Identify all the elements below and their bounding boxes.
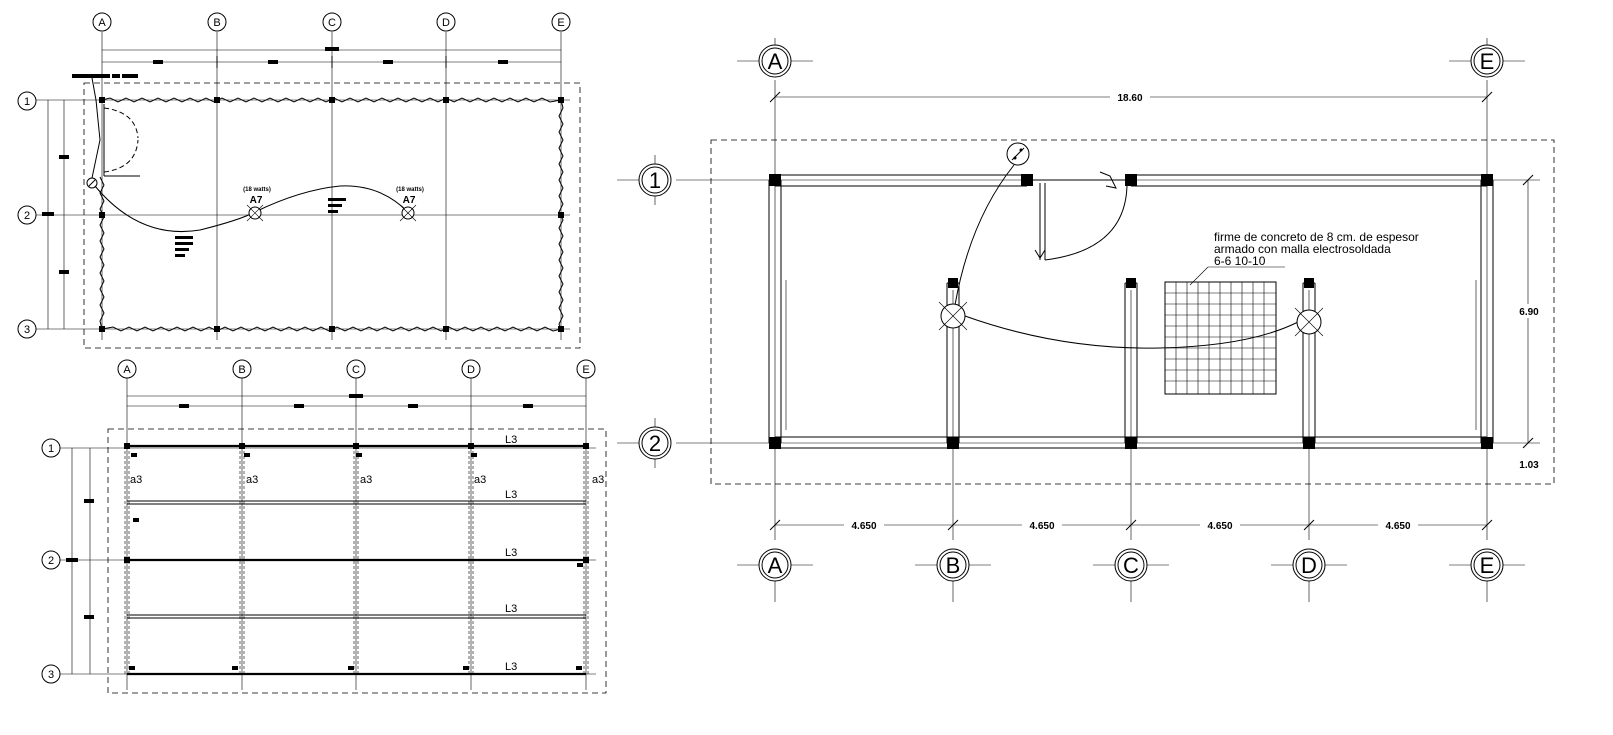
grid-bubble-3 — [41, 664, 61, 684]
svg-text:3: 3 — [24, 324, 30, 336]
grid-bubble-b — [207, 12, 227, 32]
framing-plan-boundary — [107, 428, 607, 694]
circuit-legend-marks — [175, 198, 346, 257]
column-labels: a3 a3 a3 a3 a3 — [130, 474, 604, 486]
grid-bubble-d — [436, 12, 456, 32]
framing-grid-bubbles: A B C D E 1 2 3 — [41, 359, 596, 684]
dim-bay: 4.650 — [1029, 521, 1054, 532]
electrical-plan: (18 watts) A7 (18 watts) A7 A B C D E — [17, 12, 581, 349]
electrical-grid-rows — [36, 99, 570, 330]
dim-overhang: 1.03 — [1519, 460, 1539, 471]
framing-grid-columns — [126, 377, 587, 690]
floor-plan: 18.60 6.90 1.03 4.650 4.650 4.650 4.650 — [617, 38, 1555, 602]
ceiling-light-icon — [1294, 307, 1324, 337]
framing-plan: L3 L3 L3 L3 L3 a3 a3 a3 a3 a3 A B C D E — [41, 359, 607, 694]
svg-text:E: E — [1480, 49, 1495, 74]
svg-text:2: 2 — [48, 555, 54, 567]
svg-text:C: C — [1123, 553, 1139, 578]
svg-text:A: A — [768, 553, 783, 578]
slab-note-leader — [1189, 266, 1209, 286]
electrical-grid-bubbles: A B C D E 1 2 3 — [17, 12, 571, 339]
column-label: a3 — [246, 474, 258, 486]
electrical-wire-feed — [91, 77, 101, 179]
grid-bubble-e — [576, 359, 596, 379]
slab-note-line: armado con malla electrosoldada — [1214, 242, 1391, 256]
svg-text:D: D — [467, 364, 475, 376]
electrical-columns — [99, 97, 564, 332]
electrical-walls — [99, 97, 564, 332]
electrical-grid-columns — [101, 32, 562, 340]
grid-bubble-c — [322, 12, 342, 32]
floor-columns — [769, 174, 1493, 449]
svg-text:2: 2 — [649, 431, 661, 456]
grid-bubble-2 — [17, 205, 37, 225]
floor-door — [1033, 171, 1128, 261]
ceiling-light-icon — [938, 301, 968, 331]
svg-text:1: 1 — [48, 443, 54, 455]
fixture-circuit-label: A7 — [403, 195, 416, 206]
column-label: a3 — [360, 474, 372, 486]
slab-note-line: 6-6 10-10 — [1214, 254, 1266, 268]
framing-column-marks — [124, 443, 589, 670]
grid-bubble-1 — [41, 438, 61, 458]
svg-text:C: C — [352, 364, 360, 376]
svg-text:D: D — [442, 17, 450, 29]
fixture-circuit-label: A7 — [250, 195, 263, 206]
electrical-door — [103, 104, 140, 177]
svg-text:B: B — [213, 17, 220, 29]
framing-joists — [127, 500, 586, 619]
svg-text:E: E — [582, 364, 589, 376]
column-label: a3 — [474, 474, 486, 486]
svg-text:1: 1 — [649, 168, 661, 193]
dim-bay: 4.650 — [1207, 521, 1232, 532]
grid-bubble-d — [461, 359, 481, 379]
floor-plan-boundary — [710, 139, 1555, 485]
grid-bubble-1 — [17, 91, 37, 111]
fixture-note: (18 watts) — [396, 187, 424, 193]
grid-bubble-a — [117, 359, 137, 379]
svg-text:B: B — [238, 364, 245, 376]
svg-text:E: E — [1480, 553, 1495, 578]
grid-bubble-3 — [17, 319, 37, 339]
grid-bubble-c — [346, 359, 366, 379]
svg-text:A: A — [98, 17, 106, 29]
dim-overall-width: 18.60 — [1117, 93, 1142, 104]
beam-label: L3 — [505, 661, 517, 673]
svg-text:1: 1 — [24, 96, 30, 108]
fixture-note: (18 watts) — [243, 187, 271, 193]
floor-grid-rows — [676, 179, 1540, 444]
dim-bay: 4.650 — [851, 521, 876, 532]
grid-bubble-2 — [41, 550, 61, 570]
beam-label: L3 — [505, 547, 517, 559]
svg-text:3: 3 — [48, 669, 54, 681]
beam-label: L3 — [505, 489, 517, 501]
beam-label: L3 — [505, 603, 517, 615]
beam-label: L3 — [505, 434, 517, 446]
floor-walls — [768, 174, 1494, 449]
svg-text:B: B — [946, 553, 961, 578]
svg-text:E: E — [557, 17, 564, 29]
framing-main-beams — [127, 444, 586, 676]
grid-bubble-e — [551, 12, 571, 32]
dim-bay: 4.650 — [1385, 521, 1410, 532]
slab-wire-circuit — [964, 315, 1299, 349]
grid-bubble-a — [92, 12, 112, 32]
floor-grid-bubbles: A E 1 2 A — [617, 38, 1525, 582]
column-label: a3 — [130, 474, 142, 486]
svg-text:C: C — [328, 17, 336, 29]
dim-height: 6.90 — [1519, 307, 1539, 318]
svg-text:D: D — [1301, 553, 1317, 578]
grid-bubble-b — [232, 359, 252, 379]
beam-labels: L3 L3 L3 L3 L3 — [505, 434, 517, 673]
framing-column-lines — [124, 446, 589, 674]
wire-mesh-hatch — [1164, 281, 1277, 395]
column-label: a3 — [592, 474, 604, 486]
svg-text:A: A — [768, 49, 783, 74]
svg-text:2: 2 — [24, 210, 30, 222]
slab-note-line: firme de concreto de 8 cm. de espesor — [1214, 230, 1419, 244]
svg-text:A: A — [123, 364, 131, 376]
slab-wire-feed — [954, 164, 1015, 306]
